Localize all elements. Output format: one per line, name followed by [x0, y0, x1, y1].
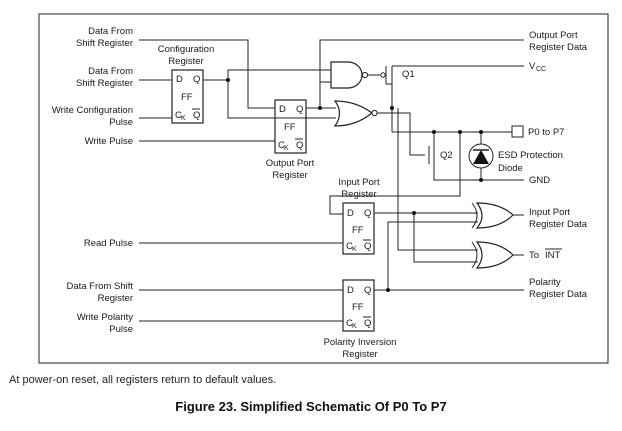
footnote: At power-on reset, all registers return …: [9, 374, 277, 386]
label-vcc: V CC: [529, 61, 546, 73]
svg-text:K: K: [352, 246, 357, 253]
svg-text:Write Configuration: Write Configuration: [52, 105, 133, 116]
svg-text:Write Polarity: Write Polarity: [77, 312, 134, 323]
svg-text:Register: Register: [272, 170, 307, 181]
schematic-frame: [38, 13, 609, 364]
label-to-int: To INT: [529, 248, 562, 261]
svg-text:Register Data: Register Data: [529, 42, 588, 53]
svg-text:Register: Register: [342, 349, 377, 360]
svg-text:Register Data: Register Data: [529, 289, 588, 300]
label-output-port-register: Output Port Register: [266, 158, 315, 181]
junction-dots: [226, 78, 483, 292]
nand-gate: [330, 61, 369, 89]
io-pad: [511, 125, 524, 138]
svg-text:Shift Register: Shift Register: [76, 38, 133, 49]
label-data-from-shift-register-1: Data From Shift Register: [76, 26, 133, 49]
configuration-register-flipflop: D Q FF C K Q: [171, 69, 204, 124]
svg-text:Pulse: Pulse: [109, 324, 133, 335]
svg-text:INT: INT: [545, 250, 561, 261]
output-port-register-flipflop: D Q FF C K Q: [274, 99, 307, 154]
label-polarity-inversion-register: Polarity Inversion Register: [324, 337, 397, 360]
svg-text:D: D: [347, 208, 354, 219]
label-esd-protection-diode: ESD Protection Diode: [498, 150, 563, 174]
svg-text:K: K: [181, 115, 186, 122]
svg-text:Data From: Data From: [88, 26, 133, 37]
svg-text:Q: Q: [193, 74, 200, 85]
svg-text:Diode: Diode: [498, 163, 523, 174]
svg-text:Q: Q: [364, 241, 371, 252]
svg-text:ESD Protection: ESD Protection: [498, 150, 563, 161]
svg-text:Register: Register: [98, 293, 133, 304]
svg-text:V: V: [529, 61, 536, 72]
input-wires: [139, 39, 343, 322]
svg-text:FF: FF: [352, 302, 364, 313]
internal-wires: [203, 39, 524, 291]
label-configuration-register: Configuration Register: [158, 44, 215, 67]
svg-text:Pulse: Pulse: [109, 117, 133, 128]
svg-text:K: K: [352, 323, 357, 330]
label-p0-to-p7: P0 to P7: [528, 127, 564, 138]
svg-text:Q: Q: [364, 318, 371, 329]
svg-text:Q: Q: [364, 208, 371, 219]
svg-text:K: K: [284, 145, 289, 152]
label-data-from-shift-register-3: Data From Shift Register: [66, 281, 133, 304]
svg-text:FF: FF: [352, 225, 364, 236]
label-q2: Q2: [440, 150, 453, 161]
svg-text:C: C: [346, 241, 353, 252]
svg-text:Configuration: Configuration: [158, 44, 215, 55]
svg-text:C: C: [346, 318, 353, 329]
label-polarity-register-data: Polarity Register Data: [529, 277, 588, 300]
svg-text:CC: CC: [536, 66, 546, 73]
svg-text:FF: FF: [284, 122, 296, 133]
svg-text:C: C: [278, 140, 285, 151]
label-write-polarity-pulse: Write Polarity Pulse: [77, 312, 134, 335]
label-output-port-register-data: Output Port Register Data: [529, 30, 588, 53]
figure-caption: Figure 23. Simplified Schematic Of P0 To…: [175, 399, 447, 414]
svg-text:Polarity Inversion: Polarity Inversion: [324, 337, 397, 348]
label-q1: Q1: [402, 69, 415, 80]
svg-text:Register: Register: [341, 189, 376, 200]
svg-text:Data From Shift: Data From Shift: [66, 281, 133, 292]
label-gnd: GND: [529, 175, 550, 186]
svg-text:Output Port: Output Port: [266, 158, 315, 169]
svg-text:Data From: Data From: [88, 66, 133, 77]
xor-gate-interrupt: [471, 241, 514, 269]
svg-text:Output Port: Output Port: [529, 30, 578, 41]
label-data-from-shift-register-2: Data From Shift Register: [76, 66, 133, 89]
esd-protection-diode: [468, 143, 494, 169]
label-write-pulse: Write Pulse: [85, 136, 133, 147]
svg-text:Q: Q: [364, 285, 371, 296]
svg-text:C: C: [175, 110, 182, 121]
svg-text:Shift Register: Shift Register: [76, 78, 133, 89]
input-port-register-flipflop: D Q FF C K Q: [342, 202, 375, 255]
polarity-inversion-register-flipflop: D Q FF C K Q: [342, 279, 375, 332]
svg-text:To: To: [529, 250, 539, 261]
label-write-configuration-pulse: Write Configuration Pulse: [52, 105, 133, 128]
label-input-port-register: Input Port Register: [338, 177, 380, 200]
svg-text:FF: FF: [181, 92, 193, 103]
svg-text:D: D: [176, 74, 183, 85]
label-read-pulse: Read Pulse: [84, 238, 133, 249]
svg-text:Q: Q: [193, 110, 200, 121]
svg-text:Register Data: Register Data: [529, 219, 588, 230]
svg-text:Q: Q: [296, 104, 303, 115]
svg-text:Q: Q: [296, 140, 303, 151]
svg-text:Input Port: Input Port: [529, 207, 571, 218]
svg-text:Register: Register: [168, 56, 203, 67]
label-input-port-register-data: Input Port Register Data: [529, 207, 588, 230]
svg-text:D: D: [279, 104, 286, 115]
svg-text:Polarity: Polarity: [529, 277, 561, 288]
svg-text:Input Port: Input Port: [338, 177, 380, 188]
xor-gate-input-port: [471, 202, 514, 229]
svg-text:D: D: [347, 285, 354, 296]
nor-gate: [333, 100, 378, 127]
